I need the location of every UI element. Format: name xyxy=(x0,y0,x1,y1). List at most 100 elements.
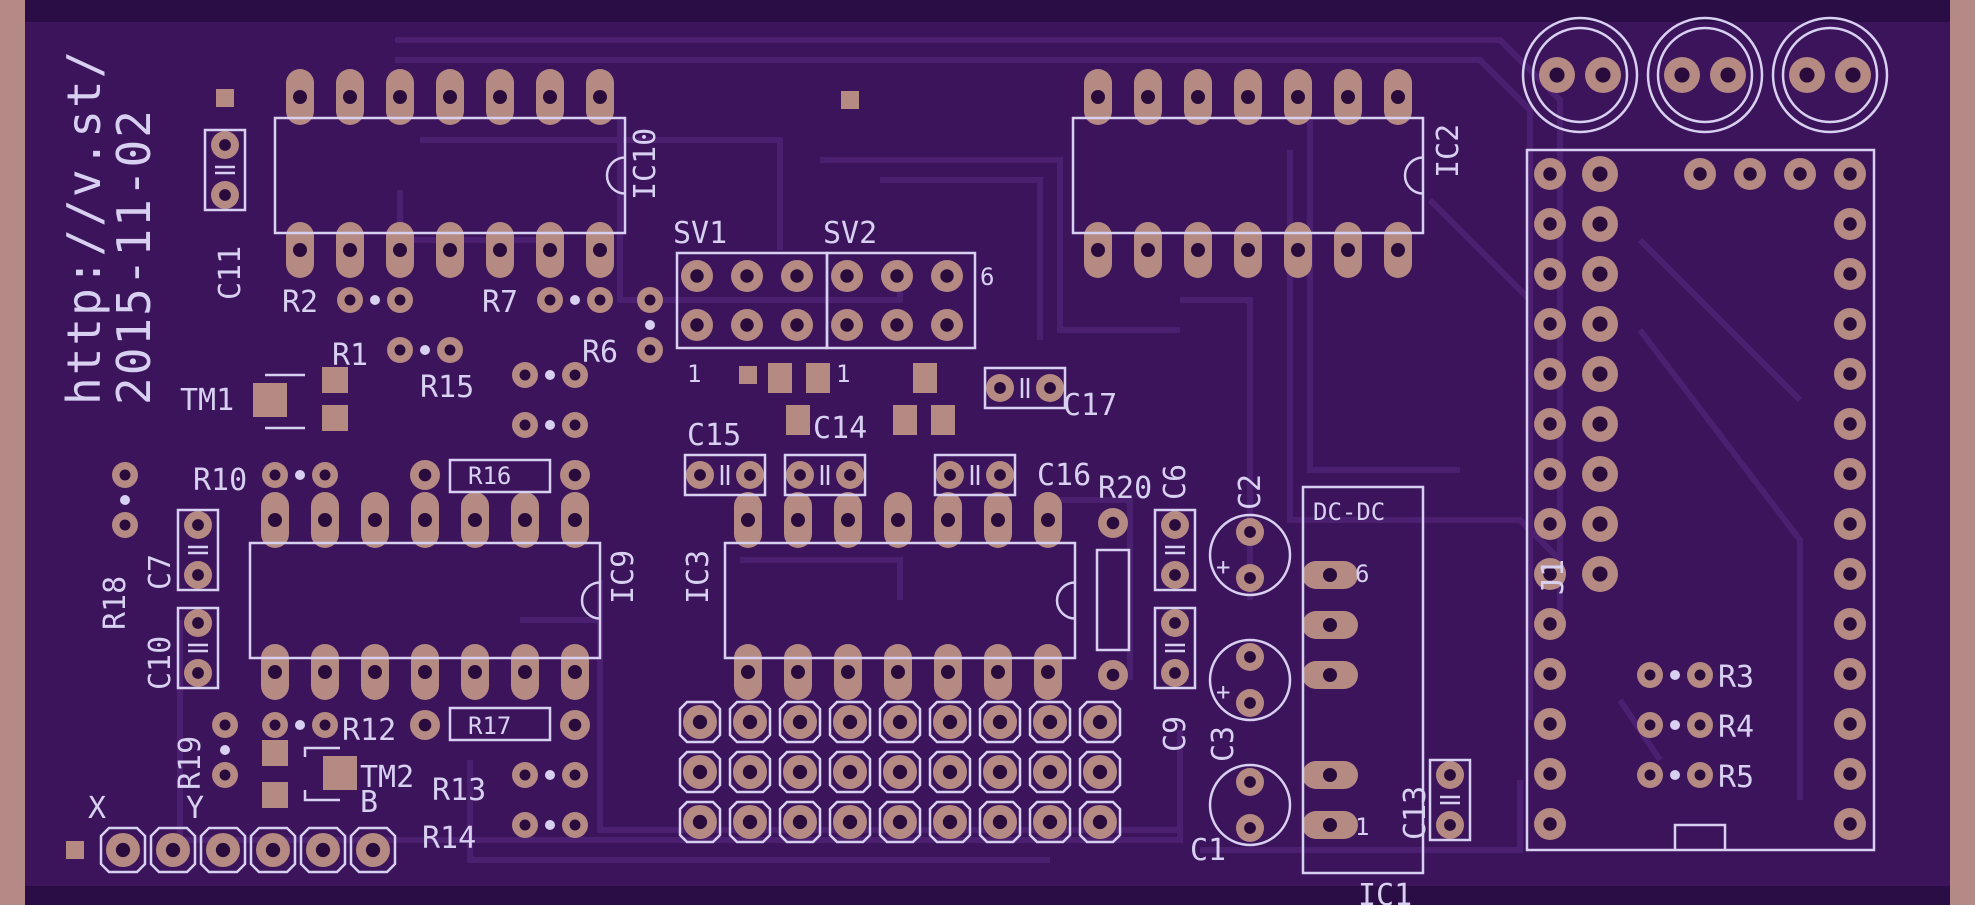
proto-pad-outline xyxy=(928,800,972,844)
drill-hole xyxy=(791,513,805,527)
drill-hole xyxy=(1543,267,1557,281)
ic2-outline xyxy=(1071,116,1425,235)
drill-hole xyxy=(192,617,204,629)
drill-hole xyxy=(791,665,805,679)
drill-hole xyxy=(890,269,904,283)
label-c11: C11 xyxy=(213,246,248,300)
drill-hole xyxy=(543,243,557,257)
drill-hole xyxy=(1592,366,1608,382)
drill-hole xyxy=(219,769,231,781)
board-substrate xyxy=(25,8,1950,894)
drill-hole xyxy=(594,294,606,306)
drill-hole xyxy=(1141,243,1155,257)
resistor-r16-body xyxy=(448,458,552,494)
label-b: B xyxy=(360,785,378,820)
ceramic-cap-outline xyxy=(1153,508,1197,592)
proto-pad-outline xyxy=(1028,800,1072,844)
drill-hole xyxy=(744,469,756,481)
label-c14: C14 xyxy=(813,411,867,446)
drill-hole xyxy=(1592,466,1608,482)
drill-hole xyxy=(443,243,457,257)
drill-hole xyxy=(1674,67,1690,83)
drill-hole xyxy=(1693,167,1707,181)
drill-hole xyxy=(1044,382,1056,394)
proto-pad-outline xyxy=(878,800,922,844)
drill-hole xyxy=(1323,568,1337,582)
drill-hole xyxy=(741,513,755,527)
drill-hole xyxy=(343,90,357,104)
drill-hole xyxy=(692,814,708,830)
ic2-notch xyxy=(1403,156,1424,195)
drill-hole xyxy=(840,269,854,283)
label-r4: R4 xyxy=(1718,710,1754,745)
label-r13: R13 xyxy=(432,773,486,808)
proto-pad-outline xyxy=(678,700,722,744)
proto-pad-outline xyxy=(828,700,872,744)
drill-hole xyxy=(891,665,905,679)
ic3-outline xyxy=(723,541,1077,660)
drill-hole xyxy=(1323,618,1337,632)
drill-hole xyxy=(365,842,381,858)
resistor-body-dot xyxy=(545,820,555,830)
ic10-notch xyxy=(605,156,626,195)
proto-pad-outline xyxy=(1078,800,1122,844)
drill-hole xyxy=(568,513,582,527)
drill-hole xyxy=(1843,217,1857,231)
drill-hole xyxy=(215,842,231,858)
drill-hole xyxy=(344,294,356,306)
drill-hole xyxy=(841,665,855,679)
drill-hole xyxy=(518,513,532,527)
drill-hole xyxy=(268,513,282,527)
proto-pad-outline xyxy=(828,750,872,794)
tm1-pad xyxy=(253,383,287,417)
drill-hole xyxy=(742,714,758,730)
proto-pad-outline xyxy=(978,750,1022,794)
potentiometer-inner xyxy=(1531,26,1629,124)
drill-hole xyxy=(844,469,856,481)
drill-hole xyxy=(1391,243,1405,257)
proto-pad-outline xyxy=(778,700,822,744)
drill-hole xyxy=(940,318,954,332)
label-r16: R16 xyxy=(468,462,511,490)
proto-pad-outline xyxy=(978,700,1022,744)
smd-pad xyxy=(931,405,955,435)
proto-pad-outline xyxy=(728,750,772,794)
drill-hole xyxy=(319,469,331,481)
drill-hole xyxy=(444,344,456,356)
drill-hole xyxy=(569,419,581,431)
drill-hole xyxy=(1592,216,1608,232)
drill-hole xyxy=(219,719,231,731)
drill-hole xyxy=(842,814,858,830)
drill-hole xyxy=(792,714,808,730)
drill-hole xyxy=(1543,767,1557,781)
drill-hole xyxy=(1244,572,1256,584)
drill-hole xyxy=(1543,517,1557,531)
drill-hole xyxy=(690,318,704,332)
silk-date-text: 2015-11-02 xyxy=(107,108,161,405)
drill-hole xyxy=(1592,416,1608,432)
drill-hole xyxy=(1843,767,1857,781)
drill-hole xyxy=(1720,67,1736,83)
drill-hole xyxy=(418,665,432,679)
drill-hole xyxy=(1169,569,1181,581)
drill-hole xyxy=(1041,513,1055,527)
label-r19: R19 xyxy=(173,736,208,790)
resistor-body-dot xyxy=(1670,720,1680,730)
square-pad xyxy=(739,366,757,384)
drill-hole xyxy=(1543,667,1557,681)
drill-hole xyxy=(994,382,1006,394)
drill-hole xyxy=(840,318,854,332)
drill-hole xyxy=(1843,167,1857,181)
drill-hole xyxy=(1843,417,1857,431)
ceramic-cap-outline xyxy=(176,606,220,690)
drill-hole xyxy=(1843,267,1857,281)
resistor-r20-body xyxy=(1095,548,1131,652)
drill-hole xyxy=(219,139,231,151)
proto-pad-outline xyxy=(878,700,922,744)
drill-hole xyxy=(1543,167,1557,181)
electrolytic-cap-outline xyxy=(1208,513,1292,597)
drill-hole xyxy=(690,269,704,283)
drill-hole xyxy=(941,665,955,679)
drill-hole xyxy=(1644,769,1656,781)
